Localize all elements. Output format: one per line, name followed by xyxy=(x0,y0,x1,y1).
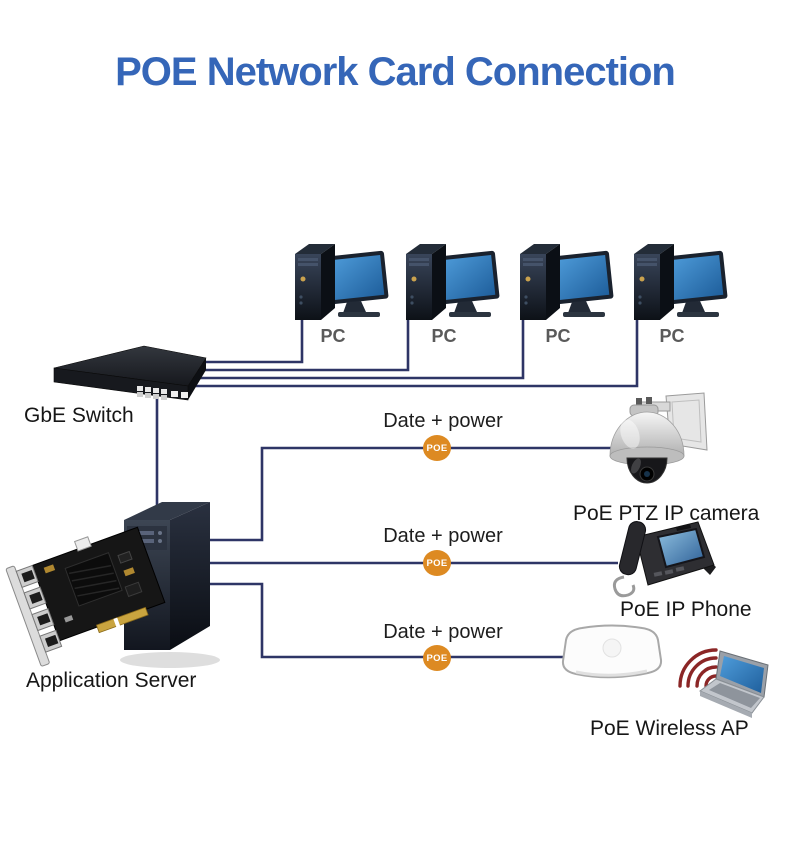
laptop-screen xyxy=(720,656,764,693)
gbe-switch-icon xyxy=(53,345,207,401)
page-title: POE Network Card Connection xyxy=(115,50,676,94)
pc-icon xyxy=(295,244,389,320)
ip-phone xyxy=(606,515,724,610)
ap-label: PoE Wireless AP xyxy=(590,717,749,740)
pc-label: PC xyxy=(659,326,685,346)
poe-badge-ap: POE xyxy=(423,645,451,671)
nic-card-icon xyxy=(5,526,166,667)
pc-3: PC xyxy=(508,240,618,352)
pc-icon xyxy=(520,244,614,320)
poe-badge-camera: POE xyxy=(423,435,451,461)
wireless-ap xyxy=(552,618,677,696)
pc-label: PC xyxy=(545,326,571,346)
wifi-signal xyxy=(666,634,726,696)
pc-label: PC xyxy=(431,326,457,346)
poe-badge-phone: POE xyxy=(423,550,451,576)
cable-switch-pc4 xyxy=(190,300,639,388)
camera-dome xyxy=(609,411,685,457)
poe-network-card xyxy=(0,526,190,667)
ptz-camera xyxy=(602,390,717,502)
phone-screen xyxy=(656,527,706,569)
switch-label: GbE Switch xyxy=(24,404,134,427)
pc-label: PC xyxy=(320,326,346,346)
camera-label: PoE PTZ IP camera xyxy=(573,502,760,525)
link-label-ap: Date + power xyxy=(383,621,503,643)
phone-label: PoE IP Phone xyxy=(620,598,752,621)
nic-rj45-ports xyxy=(15,564,63,653)
pc-4: PC xyxy=(622,240,732,352)
ip-phone-icon xyxy=(612,521,716,598)
server-label: Application Server xyxy=(26,669,197,692)
laptop-icon xyxy=(699,650,769,718)
link-label-camera: Date + power xyxy=(383,410,503,432)
gbe-switch xyxy=(48,342,213,402)
cable-switch-pc1 xyxy=(190,300,304,364)
wireless-ap-icon xyxy=(561,624,663,679)
ptz-camera-icon xyxy=(609,392,708,484)
pc-icon xyxy=(634,244,728,320)
link-label-phone: Date + power xyxy=(383,525,503,547)
pc-1: PC xyxy=(283,240,393,352)
cable-switch-pc3 xyxy=(190,300,525,380)
cable-server-ap xyxy=(203,582,574,659)
wifi-waves-icon xyxy=(678,648,718,688)
pc-2: PC xyxy=(394,240,504,352)
phone-cord xyxy=(612,575,636,598)
cable-switch-pc2 xyxy=(190,300,410,372)
pc-icon xyxy=(406,244,500,320)
pcie-gold-fingers xyxy=(95,606,149,634)
pc-tower xyxy=(295,244,335,320)
pc-monitor xyxy=(320,250,389,305)
switch-ports xyxy=(137,386,188,400)
laptop xyxy=(694,645,786,725)
phone-handset xyxy=(618,521,647,576)
